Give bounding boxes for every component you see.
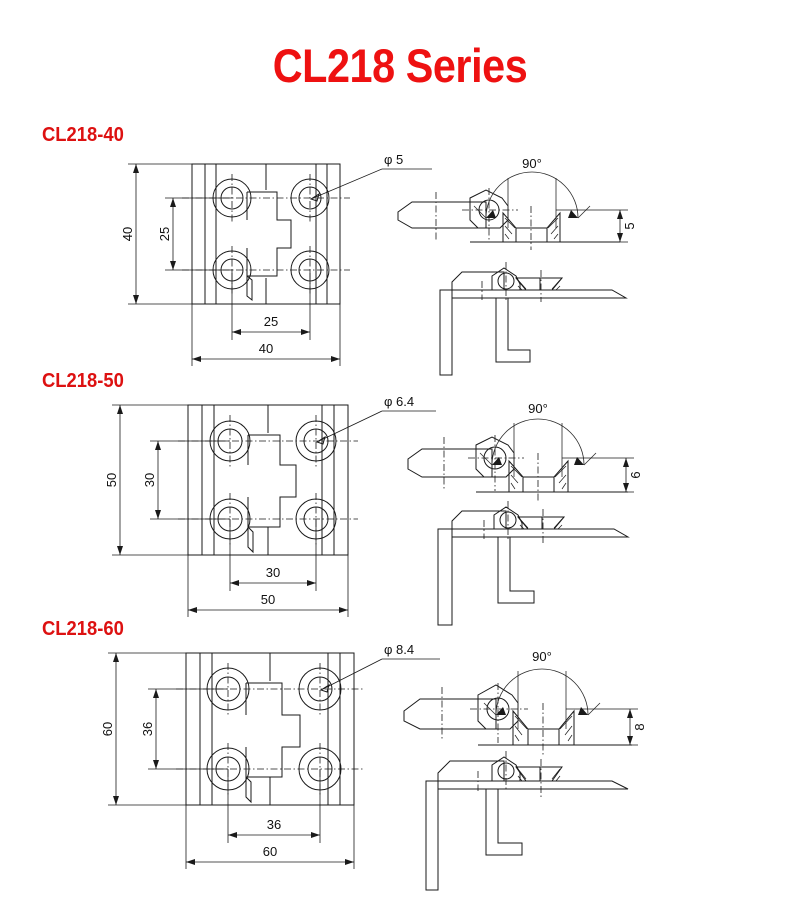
section-view-3: 90° 8 xyxy=(403,649,647,755)
angle-annotation-1 xyxy=(473,171,591,228)
knuckle-profile-1 xyxy=(246,191,292,302)
dim-overall-width-text-1: 40 xyxy=(259,341,273,356)
front-view-2: φ 6.4 50 30 xyxy=(104,394,436,617)
model-label-3: CL218-60 xyxy=(42,618,124,640)
dim-hole-pitch-v-2 xyxy=(150,440,230,520)
dim-thickness-text-2: 6 xyxy=(628,471,643,478)
mounting-hole xyxy=(295,415,337,467)
dim-hole-pitch-h-text-1: 25 xyxy=(264,314,278,329)
dim-overall-width-3 xyxy=(185,805,355,869)
dim-thickness-text-1: 5 xyxy=(622,222,637,229)
mounting-hole xyxy=(290,174,330,222)
dim-hole-pitch-v-text-1: 25 xyxy=(157,227,172,241)
model-label-2: CL218-50 xyxy=(42,370,124,392)
dim-overall-width-2 xyxy=(187,555,349,617)
dim-hole-pitch-h-2 xyxy=(229,519,317,591)
mounting-hole xyxy=(298,663,342,715)
front-view-3: φ 8.4 60 36 xyxy=(100,642,440,869)
dim-hole-pitch-h-text-2: 30 xyxy=(266,565,280,580)
drawing-section-2: φ 6.4 50 30 xyxy=(0,394,800,626)
open-state-view-2 xyxy=(437,501,630,626)
dim-hole-pitch-v-text-3: 36 xyxy=(140,722,155,736)
dim-overall-height-3 xyxy=(108,652,190,806)
open-state-view-3 xyxy=(425,751,629,891)
knuckle-profile-2 xyxy=(247,434,297,554)
hole-callout-leader-2 xyxy=(315,410,436,445)
angle-text-3: 90° xyxy=(532,649,552,664)
dim-thickness-3 xyxy=(566,708,638,746)
dim-hole-pitch-h-text-3: 36 xyxy=(267,817,281,832)
section-view-1: 90° 5 xyxy=(397,156,637,250)
dim-overall-height-text-3: 60 xyxy=(100,722,115,736)
open-state-view-1 xyxy=(439,262,628,376)
hole-callout-leader-3 xyxy=(319,658,440,693)
dim-thickness-text-3: 8 xyxy=(632,723,647,730)
page-title: CL218 Series xyxy=(272,39,528,92)
angle-text-1: 90° xyxy=(522,156,542,171)
dim-overall-width-1 xyxy=(191,304,341,366)
dim-hole-pitch-h-3 xyxy=(227,769,321,843)
dim-hole-pitch-h-1 xyxy=(231,270,311,340)
model-label-1: CL218-40 xyxy=(42,124,124,146)
dim-hole-pitch-v-text-2: 30 xyxy=(142,473,157,487)
hole-callout-text-1: φ 5 xyxy=(384,152,403,167)
angle-text-2: 90° xyxy=(528,401,548,416)
dim-thickness-2 xyxy=(562,457,634,493)
drawing-section-3: φ 8.4 60 36 xyxy=(0,642,800,891)
dim-overall-width-text-2: 50 xyxy=(261,592,275,607)
dim-overall-width-text-3: 60 xyxy=(263,844,277,859)
dim-overall-height-2 xyxy=(112,404,192,556)
hole-callout-text-3: φ 8.4 xyxy=(384,642,414,657)
angle-annotation-2 xyxy=(479,418,597,477)
dim-overall-height-text-2: 50 xyxy=(104,473,119,487)
knuckle-profile-3 xyxy=(245,682,301,804)
dim-thickness-1 xyxy=(556,209,628,243)
section-view-2: 90° 6 xyxy=(407,401,643,501)
dim-hole-pitch-v-3 xyxy=(148,688,228,770)
hole-callout-text-2: φ 6.4 xyxy=(384,394,414,409)
hole-callout-leader-1 xyxy=(309,168,432,202)
dim-overall-height-1 xyxy=(128,163,196,305)
front-view-1: φ 5 40 25 xyxy=(120,152,432,366)
dim-hole-pitch-v-1 xyxy=(165,197,232,271)
drawing-section-1: φ 5 40 25 xyxy=(0,150,800,376)
dim-overall-height-text-1: 40 xyxy=(120,227,135,241)
